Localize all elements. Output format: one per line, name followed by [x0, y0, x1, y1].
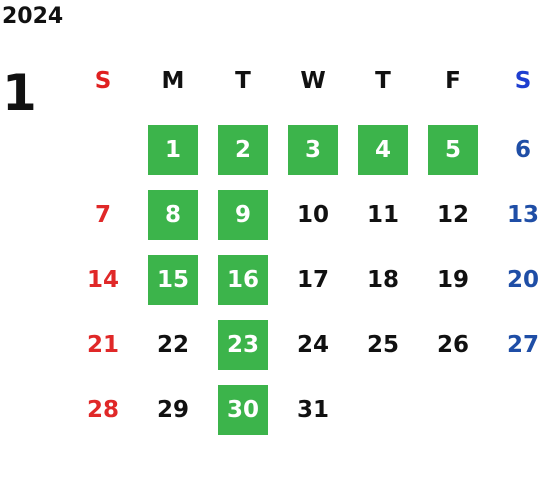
day-cell[interactable]: 4: [358, 125, 408, 175]
weekday-header: S: [514, 68, 532, 94]
day-cell[interactable]: 29: [156, 397, 189, 423]
day-cell[interactable]: 5: [428, 125, 478, 175]
day-cell[interactable]: 24: [296, 332, 329, 358]
weekday-header: F: [445, 68, 461, 94]
day-cell[interactable]: 18: [366, 267, 399, 293]
day-cell[interactable]: 15: [148, 255, 198, 305]
weekday-header: M: [161, 68, 185, 94]
weekday-header: S: [94, 68, 112, 94]
day-cell[interactable]: 6: [514, 137, 531, 163]
year-label: 2024: [2, 4, 64, 29]
day-cell[interactable]: 20: [506, 267, 539, 293]
day-cell[interactable]: 8: [148, 190, 198, 240]
day-cell[interactable]: 13: [506, 202, 539, 228]
day-cell[interactable]: 17: [296, 267, 329, 293]
day-cell[interactable]: 1: [148, 125, 198, 175]
day-cell[interactable]: 23: [218, 320, 268, 370]
day-cell[interactable]: 14: [86, 267, 119, 293]
weekday-header: T: [375, 68, 391, 94]
day-cell[interactable]: 16: [218, 255, 268, 305]
day-cell[interactable]: 7: [94, 202, 111, 228]
day-cell[interactable]: 31: [296, 397, 329, 423]
weekday-header: T: [235, 68, 251, 94]
day-cell[interactable]: 11: [366, 202, 399, 228]
day-cell[interactable]: 19: [436, 267, 469, 293]
day-cell[interactable]: 2: [218, 125, 268, 175]
day-cell[interactable]: 28: [86, 397, 119, 423]
day-cell[interactable]: 21: [86, 332, 119, 358]
day-cell[interactable]: 30: [218, 385, 268, 435]
day-cell[interactable]: 10: [296, 202, 329, 228]
day-cell[interactable]: 22: [156, 332, 189, 358]
day-cell[interactable]: 12: [436, 202, 469, 228]
day-cell[interactable]: 3: [288, 125, 338, 175]
day-cell[interactable]: 9: [218, 190, 268, 240]
month-label: 1: [2, 64, 37, 122]
day-cell[interactable]: 27: [506, 332, 539, 358]
day-cell[interactable]: 26: [436, 332, 469, 358]
day-cell[interactable]: 25: [366, 332, 399, 358]
weekday-header: W: [300, 68, 326, 94]
